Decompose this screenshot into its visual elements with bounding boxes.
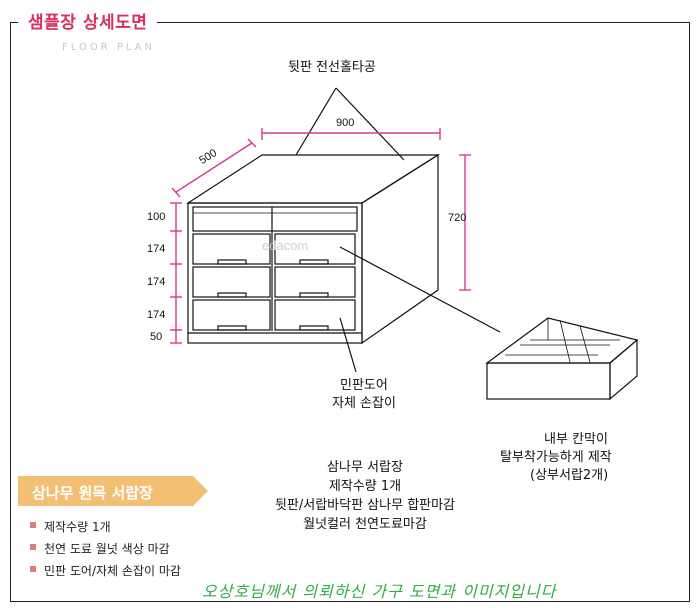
tray-top — [485, 317, 639, 364]
list-item: 민판 도어/자체 손잡이 마감 — [30, 562, 181, 578]
leader-line — [335, 87, 405, 161]
page-title: 샘플장 상세도면 — [28, 13, 148, 33]
spec-line: 뒷판/서랍바닥판 삼나무 합판마감 — [274, 498, 456, 513]
leader-line — [295, 87, 337, 156]
handle — [299, 292, 329, 298]
handle — [299, 325, 329, 331]
dim-drawer1-label: 174 — [147, 243, 166, 255]
dim-drawer3-label: 174 — [147, 309, 166, 321]
door-label-1: 민판도어 — [340, 378, 388, 393]
spec-block: 삼나무 서랍장 제작수량 1개 뒷판/서랍바닥판 삼나무 합판마감 월넛컬러 천… — [240, 458, 490, 534]
handle — [217, 292, 247, 298]
tray-side — [609, 338, 638, 401]
dim-line-depth — [175, 142, 253, 193]
list-item: 천연 도료 월넛 색상 마감 — [30, 540, 181, 556]
top-shelf — [192, 206, 358, 232]
title-area: 샘플장 상세도면 — [18, 8, 158, 33]
feature-list: 제작수량 1개 천연 도료 월넛 색상 마감 민판 도어/자체 손잡이 마감 — [30, 518, 181, 584]
drawing-frame — [10, 22, 690, 602]
inner-label-1: 내부 칸막이 — [544, 432, 608, 447]
spec-line: 제작수량 1개 — [328, 479, 402, 494]
inner-label-3: (상부서랍2개) — [530, 468, 609, 483]
dim-base-label: 50 — [150, 331, 163, 343]
dim-height-label: 720 — [448, 212, 467, 224]
watermark: edacom — [262, 238, 309, 253]
handle — [299, 259, 329, 265]
inner-label-2: 탈부착가능하게 제작 — [500, 450, 612, 465]
spec-line: 월넛컬러 천연도료마감 — [303, 517, 427, 532]
door-label-2: 자체 손잡이 — [332, 396, 396, 411]
cabinet-side — [361, 153, 439, 345]
dim-drawer2-label: 174 — [147, 276, 166, 288]
dim-top-label: 100 — [147, 211, 166, 223]
leader-line — [339, 317, 357, 373]
footer-caption: 오상호님께서 의뢰하신 가구 도면과 이미지입니다 — [202, 582, 557, 601]
handle — [217, 259, 247, 265]
tray-front — [486, 362, 611, 400]
handle — [217, 325, 247, 331]
list-item: 제작수량 1개 — [30, 518, 181, 534]
leader-line — [339, 246, 501, 333]
spec-line: 삼나무 서랍장 — [327, 460, 403, 475]
badge-label: 삼나무 원목 서랍장 — [32, 484, 153, 502]
back-hole-label: 뒷판 전선홀타공 — [288, 60, 376, 75]
product-badge: 삼나무 원목 서랍장 — [18, 476, 208, 506]
page-subtitle: FLOOR PLAN — [62, 42, 155, 53]
dim-width-label: 900 — [336, 117, 355, 129]
